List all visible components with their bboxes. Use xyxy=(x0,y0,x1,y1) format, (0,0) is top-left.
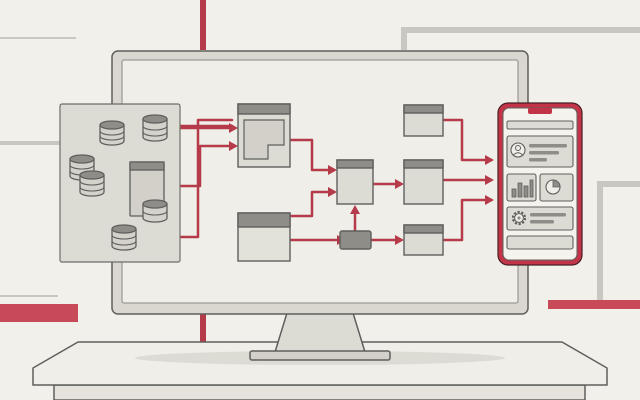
monitor-base xyxy=(249,350,391,361)
gear-icon xyxy=(511,210,527,226)
monitor-neck xyxy=(273,312,367,353)
connector-window2-to-merge xyxy=(288,190,332,218)
source-panel-box xyxy=(59,103,181,263)
database-icon xyxy=(142,114,168,142)
bg-red-bar-right xyxy=(548,300,640,309)
arrow-up-icon xyxy=(350,205,360,214)
merge-node xyxy=(336,159,374,205)
smartphone-icon xyxy=(497,102,583,266)
arrow-right-icon xyxy=(485,175,494,185)
profile-card xyxy=(506,135,574,168)
bg-red-bar-top xyxy=(200,0,206,50)
arrow-right-icon xyxy=(328,165,337,175)
bottom-bar xyxy=(506,235,574,250)
output-node-1 xyxy=(403,104,444,137)
database-icon xyxy=(111,224,137,251)
arrow-right-icon xyxy=(395,179,404,189)
monitor-screen xyxy=(121,59,519,304)
arrow-right-icon xyxy=(485,155,494,165)
window-icon xyxy=(243,119,285,160)
bg-bracket-top-right xyxy=(401,27,640,50)
avatar-icon xyxy=(510,142,526,158)
background-decoration xyxy=(0,0,640,352)
bg-red-bar-left xyxy=(0,304,78,322)
connector-panel-to-window1 xyxy=(160,144,234,188)
bg-bracket-right xyxy=(597,181,640,300)
database-icon xyxy=(79,170,105,197)
header-bar xyxy=(506,120,574,130)
desk-front xyxy=(53,384,586,400)
output-node-2 xyxy=(403,159,444,205)
pie-chart-icon xyxy=(545,179,561,195)
charts-card xyxy=(506,173,574,202)
arrow-right-icon xyxy=(229,123,238,133)
arrow-right-icon xyxy=(395,235,404,245)
bg-red-bar-bottom xyxy=(200,312,206,352)
connector-output1-to-phone xyxy=(441,118,490,162)
arrow-right-icon xyxy=(485,195,494,205)
collector-node xyxy=(339,230,372,250)
database-icon xyxy=(99,120,125,146)
settings-card xyxy=(506,206,574,231)
connector-output3-to-phone xyxy=(441,198,490,242)
arrow-right-icon xyxy=(328,187,337,197)
phone-notch xyxy=(528,108,552,114)
output-node-3 xyxy=(403,224,444,256)
arrow-right-icon xyxy=(229,141,238,151)
window-node-2 xyxy=(237,212,291,262)
bar-chart-icon xyxy=(511,179,534,198)
database-icon xyxy=(142,199,168,223)
window-node-1 xyxy=(237,103,291,168)
connector-window1-to-merge xyxy=(288,138,332,172)
